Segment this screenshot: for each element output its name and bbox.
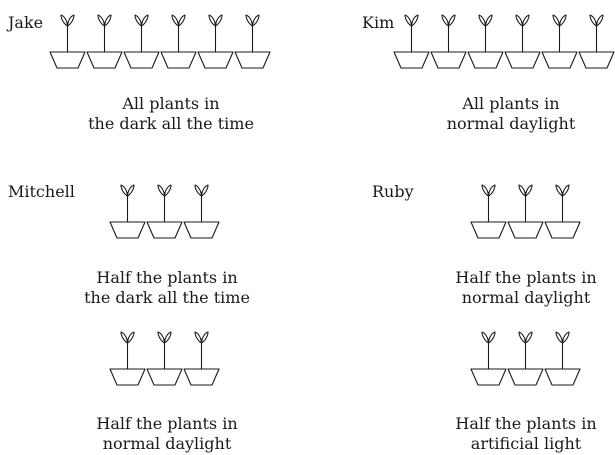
potted-seedling-icon <box>541 14 578 69</box>
plant-row-kim <box>393 10 615 70</box>
potted-seedling-icon <box>123 14 160 69</box>
plant-row-ruby-2 <box>470 327 581 387</box>
caption-line-2: artificial light <box>470 434 582 453</box>
potted-seedling-icon <box>183 184 220 239</box>
potted-seedling-icon <box>109 331 146 386</box>
caption-ruby-2: Half the plants in artificial light <box>416 414 615 454</box>
caption-line-2: the dark all the time <box>88 114 254 133</box>
caption-line-1: Half the plants in <box>455 414 597 433</box>
plant-row-mitchell-2 <box>109 327 220 387</box>
potted-seedling-icon <box>470 331 507 386</box>
potted-seedling-icon <box>470 184 507 239</box>
potted-seedling-icon <box>430 14 467 69</box>
potted-seedling-icon <box>160 14 197 69</box>
caption-line-2: normal daylight <box>102 434 232 453</box>
potted-seedling-icon <box>504 14 541 69</box>
plant-row-ruby-1 <box>470 180 581 240</box>
student-name-ruby: Ruby <box>372 182 414 201</box>
caption-line-1: Half the plants in <box>455 268 597 287</box>
caption-kim: All plants in normal daylight <box>401 94 615 134</box>
potted-seedling-icon <box>183 331 220 386</box>
potted-seedling-icon <box>146 331 183 386</box>
potted-seedling-icon <box>544 331 581 386</box>
caption-mitchell-2: Half the plants in normal daylight <box>57 414 277 454</box>
potted-seedling-icon <box>146 184 183 239</box>
caption-line-1: Half the plants in <box>96 414 238 433</box>
potted-seedling-icon <box>49 14 86 69</box>
caption-line-1: All plants in <box>122 94 220 113</box>
caption-line-1: Half the plants in <box>96 268 238 287</box>
plant-row-jake <box>49 10 271 70</box>
potted-seedling-icon <box>234 14 271 69</box>
potted-seedling-icon <box>109 184 146 239</box>
caption-line-1: All plants in <box>462 94 560 113</box>
potted-seedling-icon <box>393 14 430 69</box>
caption-jake: All plants in the dark all the time <box>61 94 281 134</box>
caption-line-2: normal daylight <box>446 114 576 133</box>
student-name-mitchell: Mitchell <box>8 182 75 201</box>
potted-seedling-icon <box>467 14 504 69</box>
potted-seedling-icon <box>507 331 544 386</box>
caption-line-2: the dark all the time <box>84 288 250 307</box>
potted-seedling-icon <box>86 14 123 69</box>
potted-seedling-icon <box>507 184 544 239</box>
caption-mitchell-1: Half the plants in the dark all the time <box>57 268 277 308</box>
caption-line-2: normal daylight <box>461 288 591 307</box>
potted-seedling-icon <box>578 14 615 69</box>
plant-row-mitchell-1 <box>109 180 220 240</box>
caption-ruby-1: Half the plants in normal daylight <box>416 268 615 308</box>
student-name-kim: Kim <box>362 13 395 32</box>
potted-seedling-icon <box>544 184 581 239</box>
potted-seedling-icon <box>197 14 234 69</box>
student-name-jake: Jake <box>8 13 44 32</box>
